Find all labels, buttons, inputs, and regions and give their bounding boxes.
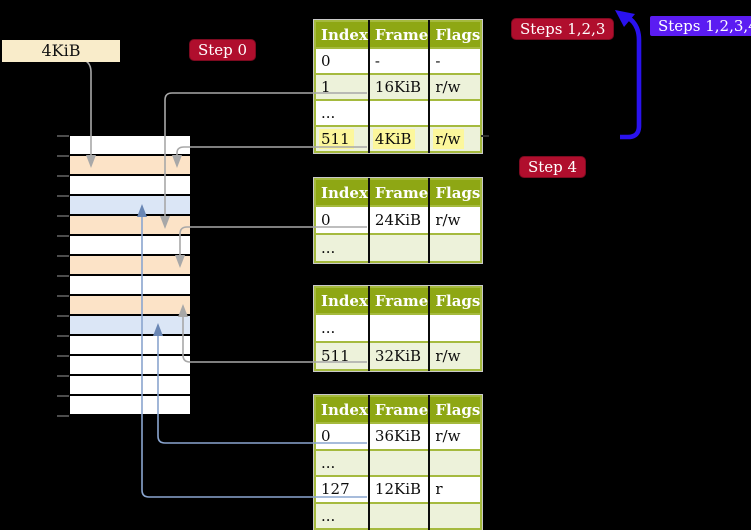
badge-step-4: Step 4 xyxy=(519,156,587,178)
page-table-level4: Index Frame Flags 0 - - 1 16KiB r/w ... … xyxy=(312,19,484,154)
col-header-index: Index xyxy=(315,21,369,48)
memory-address-ticks xyxy=(57,135,69,417)
badge-steps-1-2-3: Steps 1,2,3 xyxy=(511,18,615,40)
memory-frame-free xyxy=(70,136,190,154)
cell-index: 127 xyxy=(315,475,369,503)
cell-index: ... xyxy=(315,233,369,262)
cell-flags xyxy=(428,99,482,126)
cell-frame: 32KiB xyxy=(367,341,430,370)
col-header-flags: Flags xyxy=(428,396,482,423)
cell-index: ... xyxy=(315,501,369,529)
table-row: ... xyxy=(315,233,482,262)
memory-frame-free xyxy=(70,356,190,374)
table-row: 127 12KiB r xyxy=(315,475,482,503)
cell-frame xyxy=(367,501,430,529)
table-row: ... xyxy=(315,501,482,529)
cell-frame xyxy=(367,233,430,262)
table-header-row: Index Frame Flags xyxy=(315,287,482,314)
badge-steps-1-2-3-4: Steps 1,2,3,4 xyxy=(650,16,751,36)
table-header-row: Index Frame Flags xyxy=(315,179,482,206)
recursive-loop-arrowhead-icon xyxy=(615,10,635,27)
cell-frame: 24KiB xyxy=(367,205,430,234)
col-header-index: Index xyxy=(315,396,369,423)
cell-index: 0 xyxy=(315,205,369,234)
table-row: ... xyxy=(315,99,482,126)
cell-frame: 16KiB xyxy=(367,73,430,100)
cell-index: ... xyxy=(315,99,369,126)
table-row: 0 - - xyxy=(315,47,482,74)
cell-flags xyxy=(428,233,482,262)
col-header-frame: Frame xyxy=(367,287,430,314)
cell-flags: r/w xyxy=(428,422,482,450)
memory-frame-page-table xyxy=(70,256,190,274)
memory-frame-free xyxy=(70,376,190,394)
table-header-row: Index Frame Flags xyxy=(315,396,482,423)
table-row: 0 36KiB r/w xyxy=(315,422,482,450)
cell-frame xyxy=(367,99,430,126)
table-row: 0 24KiB r/w xyxy=(315,205,482,234)
cell-flags: r/w xyxy=(428,205,482,234)
table-row: ... xyxy=(315,448,482,476)
page-table-level2: Index Frame Flags ... 511 32KiB r/w xyxy=(312,285,484,372)
memory-frame-page-table xyxy=(70,216,190,234)
page-table-level1: Index Frame Flags 0 36KiB r/w ... 127 12… xyxy=(312,394,484,530)
memory-frame-free xyxy=(70,236,190,254)
highlight: r/w xyxy=(433,129,465,149)
col-header-frame: Frame xyxy=(367,179,430,206)
cell-frame xyxy=(367,313,430,342)
cell-flags xyxy=(428,501,482,529)
table-row: 511 32KiB r/w xyxy=(315,341,482,370)
cell-index: 511 xyxy=(315,341,369,370)
col-header-index: Index xyxy=(315,179,369,206)
cell-frame: 36KiB xyxy=(367,422,430,450)
root-table-address-label: 4KiB xyxy=(2,40,120,62)
col-header-flags: Flags xyxy=(428,179,482,206)
cell-flags: r/w xyxy=(428,73,482,100)
cell-index: 0 xyxy=(315,47,369,74)
page-table-level3: Index Frame Flags 0 24KiB r/w ... xyxy=(312,177,484,264)
col-header-frame: Frame xyxy=(367,21,430,48)
memory-frame-free xyxy=(70,276,190,294)
col-header-flags: Flags xyxy=(428,21,482,48)
cell-flags: r xyxy=(428,475,482,503)
cell-frame: - xyxy=(367,47,430,74)
memory-frame-mapped-page xyxy=(70,196,190,214)
recursive-loop-arrow xyxy=(620,17,642,140)
cell-frame: 12KiB xyxy=(367,475,430,503)
memory-frame-page-table xyxy=(70,296,190,314)
memory-frame-mapped-page xyxy=(70,316,190,334)
table-row: 1 16KiB r/w xyxy=(315,73,482,100)
memory-frame-page-table xyxy=(70,156,190,174)
cell-index: ... xyxy=(315,448,369,476)
badge-step-0: Step 0 xyxy=(189,39,257,61)
cell-flags xyxy=(428,313,482,342)
cell-index: 1 xyxy=(315,73,369,100)
highlight: 4KiB xyxy=(372,129,416,149)
cell-flags xyxy=(428,448,482,476)
cell-index: 0 xyxy=(315,422,369,450)
cell-frame: 4KiB xyxy=(367,125,430,152)
memory-frame-free xyxy=(70,336,190,354)
cell-frame xyxy=(367,448,430,476)
table-row-recursive-entry: 511 4KiB r/w xyxy=(315,125,482,152)
memory-frame-free xyxy=(70,396,190,414)
cell-index: 511 xyxy=(315,125,369,152)
highlight: 511 xyxy=(319,129,354,149)
cell-flags: r/w xyxy=(428,341,482,370)
cell-flags: - xyxy=(428,47,482,74)
table-header-row: Index Frame Flags xyxy=(315,21,482,48)
cell-flags: r/w xyxy=(428,125,482,152)
cell-index: ... xyxy=(315,313,369,342)
col-header-index: Index xyxy=(315,287,369,314)
memory-frame-free xyxy=(70,176,190,194)
col-header-flags: Flags xyxy=(428,287,482,314)
physical-memory-column xyxy=(70,136,190,416)
col-header-frame: Frame xyxy=(367,396,430,423)
table-row: ... xyxy=(315,313,482,342)
